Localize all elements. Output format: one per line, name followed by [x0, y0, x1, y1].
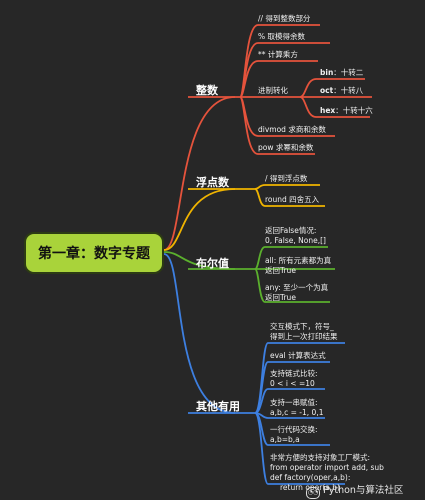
branch-links-float [163, 184, 325, 251]
branch-links-integer [163, 24, 372, 251]
leaf-false-cases: 返回False情况:0, False, None,[] [265, 226, 326, 245]
link-root-float [163, 188, 236, 251]
leaf-multi-assign: 支持一串赋值:a,b,c = -1, 0,1 [270, 398, 324, 417]
leaf-eval: eval 计算表达式 [270, 351, 326, 360]
branch-other[interactable]: 其他有用 [196, 400, 240, 413]
wechat-icon: ◔◔ [306, 487, 320, 499]
leaf-true-div: / 得到浮点数 [265, 174, 308, 183]
leaf-oct: oct：十转八 [320, 86, 364, 95]
leaf-divmod: divmod 求商和余数 [258, 125, 326, 134]
branch-float[interactable]: 浮点数 [196, 176, 229, 189]
root-node[interactable]: 第一章：数字专题 [24, 232, 164, 274]
link-root-integer [163, 96, 236, 251]
leaf-floor-div: // 得到整数部分 [258, 14, 311, 23]
leaf-any: any: 至少一个为真返回True [265, 283, 329, 302]
branch-links-bool [163, 246, 335, 303]
leaf-hex: hex：十转十六 [320, 106, 373, 115]
leaf-base-convert: 进制转化 [258, 86, 288, 95]
leaf-pow: pow 求幂和余数 [258, 143, 314, 152]
branch-integer[interactable]: 整数 [196, 84, 218, 97]
leaf-chain-compare: 支持链式比较:0 < i < =10 [270, 369, 318, 388]
watermark: ◔◔Python与算法社区 [306, 482, 403, 499]
leaf-swap: 一行代码交换:a,b=b,a [270, 425, 318, 444]
leaf-bin: bin：十转二 [320, 68, 364, 77]
link-root-other [163, 253, 236, 414]
branch-links-other [163, 253, 345, 485]
leaf-underscore: 交互模式下，符号_得到上一次打印结果 [270, 322, 338, 341]
leaf-all: all: 所有元素都为真返回True [265, 256, 332, 275]
leaf-power: ** 计算乘方 [258, 50, 298, 59]
leaf-modulo: % 取模得余数 [258, 32, 306, 41]
branch-bool[interactable]: 布尔值 [196, 257, 229, 270]
leaf-round: round 四舍五入 [265, 195, 320, 204]
